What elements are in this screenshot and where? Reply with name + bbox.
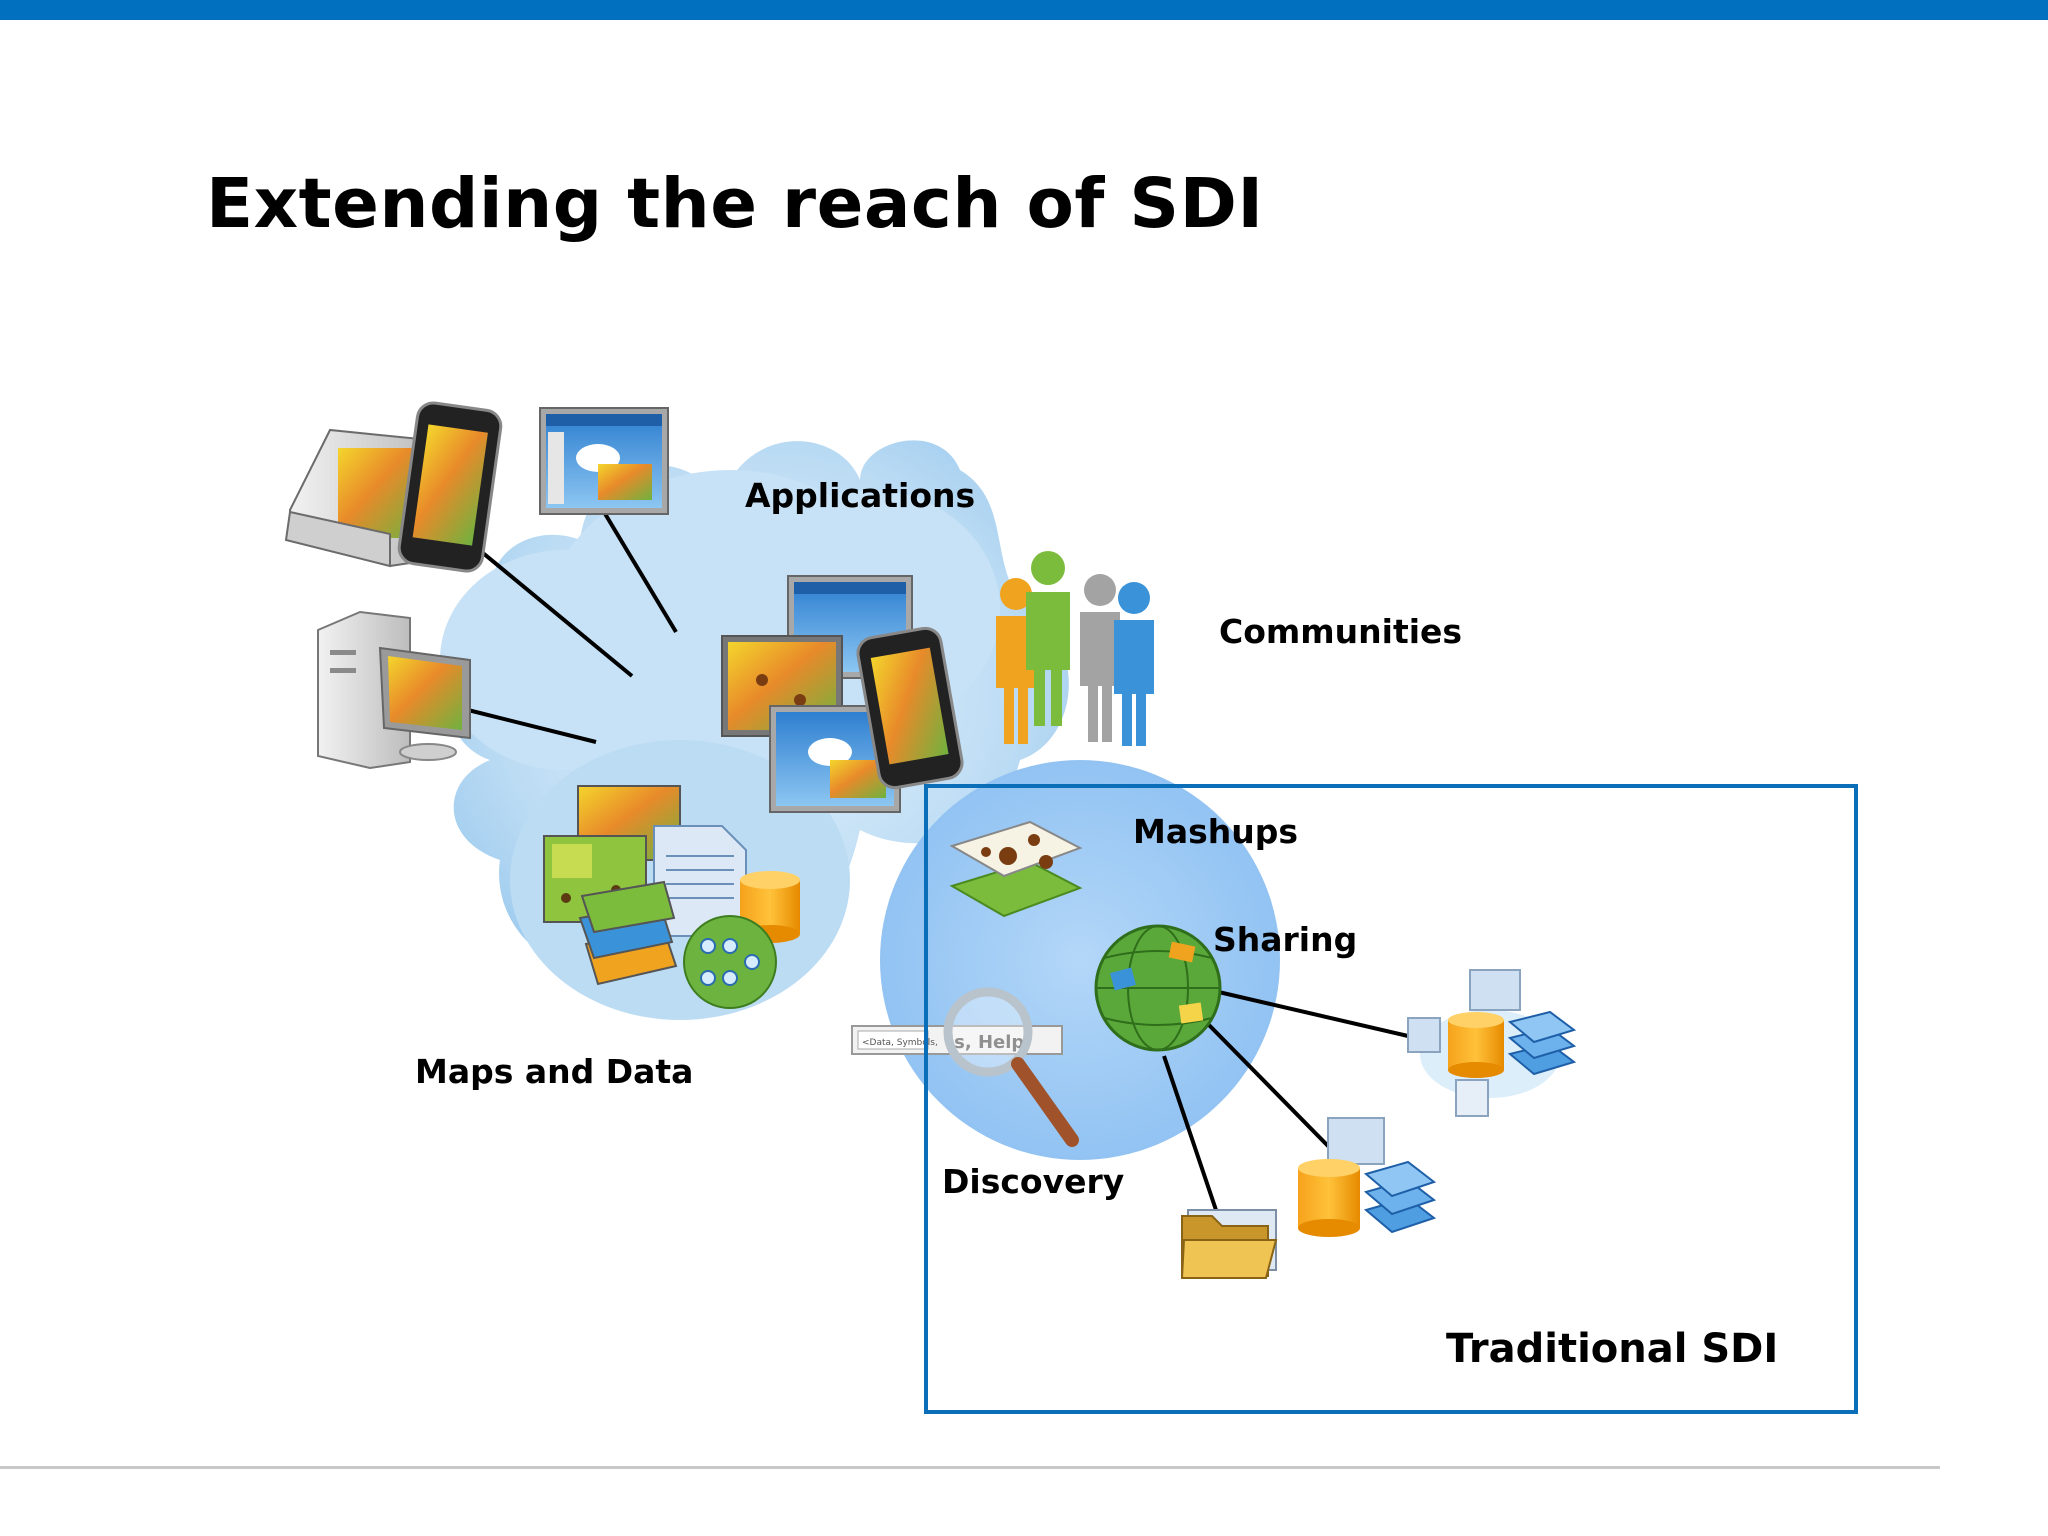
traditional-sdi-box xyxy=(924,784,1858,1414)
application-cluster-icon xyxy=(721,575,964,813)
top-accent-bar xyxy=(0,0,2048,20)
globe-icon xyxy=(1094,924,1222,1052)
smartphone-icon xyxy=(397,401,503,573)
slide-title: Extending the reach of SDI xyxy=(206,164,1264,244)
mashup-layers-icon xyxy=(949,820,1083,918)
web-app-window-icon xyxy=(539,407,669,515)
desktop-computer-icon xyxy=(317,610,471,770)
traditional-sdi-label: Traditional SDI xyxy=(1446,1326,1779,1372)
people-group-icon xyxy=(996,551,1154,746)
mashups-label: Mashups xyxy=(1133,812,1298,851)
maps-and-data-label: Maps and Data xyxy=(415,1052,694,1091)
svg-text:ls, Help: ls, Help xyxy=(948,1032,1024,1053)
magnifier-icon xyxy=(943,987,1079,1147)
discovery-label: Discovery xyxy=(942,1162,1125,1201)
maps-and-data-icon xyxy=(543,785,800,1009)
folder-icon xyxy=(1180,1209,1278,1279)
model-network-icon xyxy=(683,915,777,1009)
svg-text:<Data, Symbols,: <Data, Symbols, xyxy=(862,1038,938,1048)
connector-lines xyxy=(467,510,1409,1211)
map-layers-icon xyxy=(578,880,678,986)
footer-divider xyxy=(0,1466,1940,1469)
communities-label: Communities xyxy=(1219,612,1463,651)
pda-device-icon xyxy=(284,428,431,568)
server-node-icon xyxy=(1298,1117,1437,1237)
server-node-icon xyxy=(1407,969,1577,1117)
applications-label: Applications xyxy=(745,476,976,515)
sharing-label: Sharing xyxy=(1213,920,1358,959)
